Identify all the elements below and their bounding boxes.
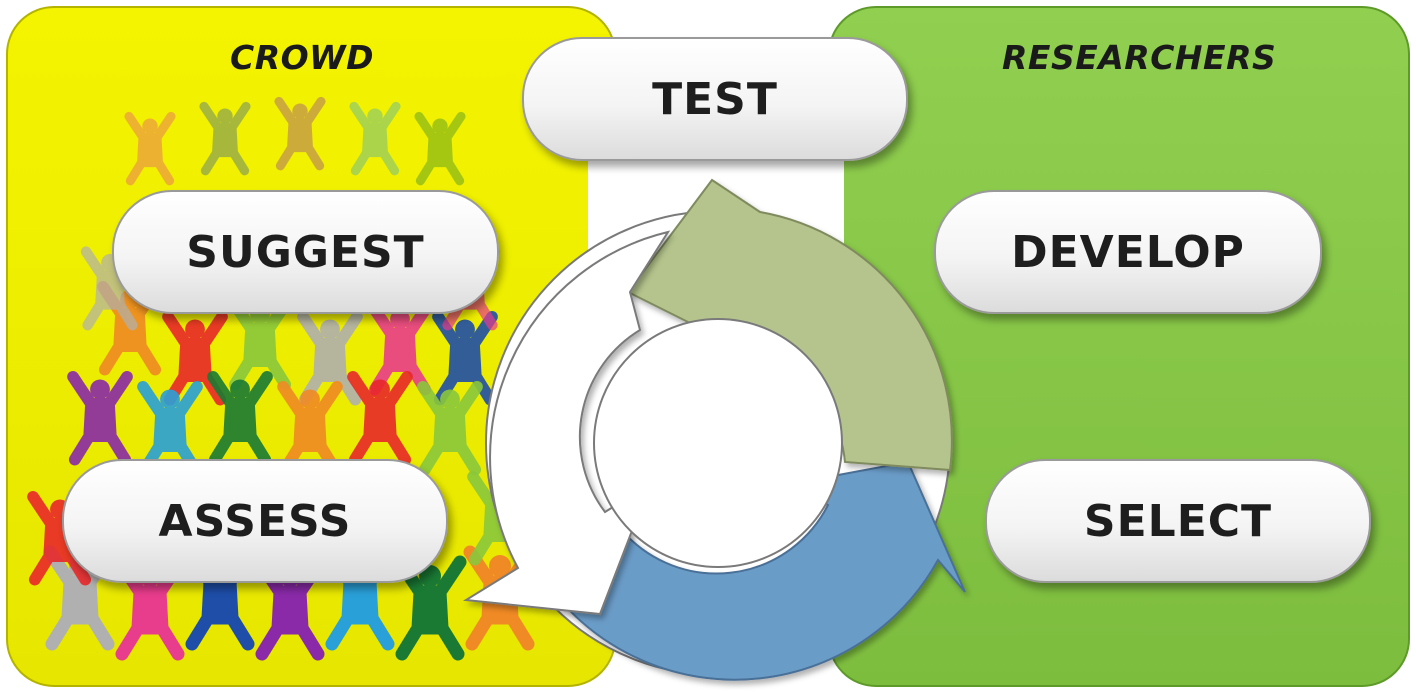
researchers-title: RESEARCHERS bbox=[1002, 38, 1277, 77]
cycle-center bbox=[593, 318, 843, 568]
step-select: SELECT bbox=[985, 459, 1371, 583]
step-assess: ASSESS bbox=[62, 459, 448, 583]
step-suggest: SUGGEST bbox=[112, 190, 499, 314]
step-develop: DEVELOP bbox=[934, 190, 1322, 314]
cycle-arrow-white bbox=[462, 230, 671, 616]
step-test: TEST bbox=[522, 37, 908, 161]
crowd-title: CROWD bbox=[230, 38, 374, 77]
cycle-arrow-blue bbox=[558, 460, 966, 681]
